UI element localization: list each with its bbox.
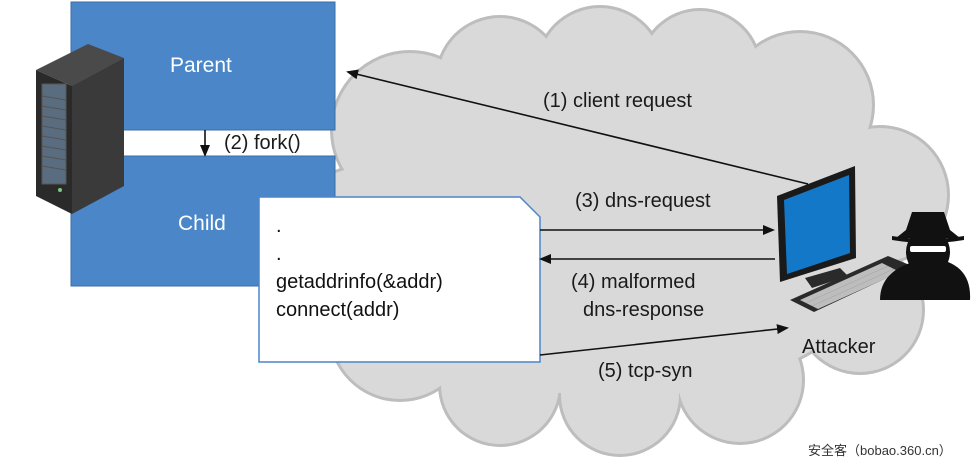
arrow-tcp-syn [539, 324, 789, 356]
code-snippet: . . getaddrinfo(&addr) connect(addr) [276, 212, 443, 324]
dns-request-label: (3) dns-request [575, 190, 711, 212]
watermark: 安全客（bobao.360.cn） [808, 443, 952, 458]
arrow-client-request [346, 69, 809, 185]
code-line: . [276, 243, 282, 265]
fork-label: (2) fork() [224, 132, 301, 154]
attacker-label: Attacker [802, 336, 876, 358]
dns-response-label: dns-response [583, 299, 705, 321]
code-line: getaddrinfo(&addr) [276, 271, 443, 293]
tcp-syn-label: (5) tcp-syn [598, 360, 693, 382]
computer-monitor-icon [777, 166, 856, 288]
code-line: connect(addr) [276, 299, 400, 321]
code-box [258, 196, 541, 363]
code-line: . [276, 215, 282, 237]
server-icon [36, 44, 124, 214]
malformed-label: (4) malformed [571, 271, 696, 293]
attacker-icon [880, 212, 971, 300]
parent-label: Parent [170, 54, 232, 77]
keyboard-icon [790, 256, 912, 312]
child-label: Child [178, 212, 226, 235]
client-request-label: (1) client request [543, 90, 692, 112]
